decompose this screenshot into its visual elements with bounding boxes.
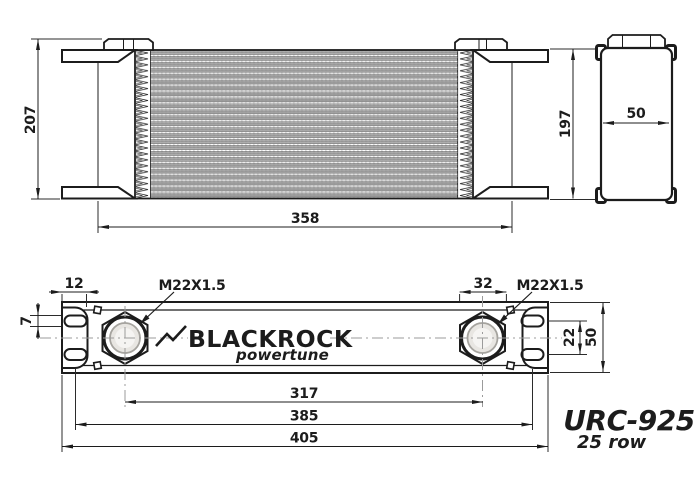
bottom-view: BLACKROCK powertune M22X1.5 M22X1.5 12: [19, 276, 610, 452]
dim-text-50: 50: [584, 328, 600, 347]
dim-body-height: 197: [550, 48, 601, 200]
left-top-plate: [61, 49, 139, 63]
left-square-hole-top: [92, 305, 103, 315]
dim-text-depth-50: 50: [627, 106, 646, 122]
left-mount-plate: [61, 306, 89, 369]
side-top-plug: [607, 34, 666, 49]
dim-text-405: 405: [290, 431, 318, 447]
dim-text-32: 32: [474, 276, 493, 292]
left-slot-bottom: [63, 348, 88, 361]
dim-slot-width: 7: [19, 303, 61, 339]
left-top-plug: [103, 38, 154, 51]
callout-left-port-thread: M22X1.5: [140, 278, 226, 324]
right-slot-top: [520, 314, 545, 328]
logo-text: BLACKROCK: [188, 325, 353, 353]
right-top-plug-facets: [478, 39, 487, 50]
side-body: [599, 46, 674, 202]
logo-zigzag-mark: [155, 325, 187, 347]
right-top-plate: [469, 49, 549, 63]
row-count-text: 25 row: [577, 432, 647, 453]
thread-label-right: M22X1.5: [517, 278, 584, 294]
dim-overall-height: 207: [23, 38, 102, 200]
dim-bracket-offset: 12: [49, 276, 99, 307]
dim-body-height-bottom: 50: [550, 302, 610, 373]
dim-depth: 50: [603, 106, 669, 125]
front-view: 207 358 197: [23, 38, 601, 233]
dim-hex-flats: 32: [459, 276, 507, 301]
dim-overall-length: 405: [61, 375, 549, 452]
dim-text-317: 317: [290, 386, 318, 402]
dim-port-pitch: 317: [125, 386, 483, 404]
thread-label-left: M22X1.5: [159, 278, 226, 294]
dim-text-385: 385: [290, 409, 318, 425]
right-bottom-plate: [469, 186, 549, 200]
side-top-plug-facets: [622, 35, 651, 48]
core-left-chevrons: [135, 50, 151, 199]
right-top-plug: [454, 38, 508, 51]
dim-text-12: 12: [65, 276, 84, 292]
left-top-plug-facets: [123, 39, 134, 50]
callout-right-port-thread: M22X1.5: [498, 278, 584, 324]
dim-text-197: 197: [558, 110, 574, 138]
dim-text-358: 358: [291, 211, 319, 227]
dim-slot-pitch: 22: [547, 320, 587, 355]
dim-text-7: 7: [19, 316, 35, 325]
model-code-text: URC-925: [563, 404, 694, 437]
logo-subtext: powertune: [235, 346, 329, 364]
model-label: URC-925 25 row: [563, 404, 695, 453]
side-view: 50: [595, 34, 677, 204]
brand-logo: BLACKROCK powertune: [155, 325, 353, 364]
left-bottom-plate: [61, 186, 139, 200]
right-slot-bottom: [520, 348, 545, 361]
dim-mount-pitch: 385: [75, 369, 533, 430]
core-right-chevrons: [458, 50, 473, 199]
dim-core-width: 358: [97, 201, 513, 233]
core-outline: [134, 49, 474, 200]
left-square-hole-bottom: [92, 360, 103, 371]
left-slot-top: [63, 314, 88, 328]
core-fin-texture: [150, 50, 458, 199]
right-square-hole-bottom: [505, 360, 516, 371]
dim-text-207: 207: [23, 106, 39, 134]
dim-text-22: 22: [562, 328, 578, 347]
